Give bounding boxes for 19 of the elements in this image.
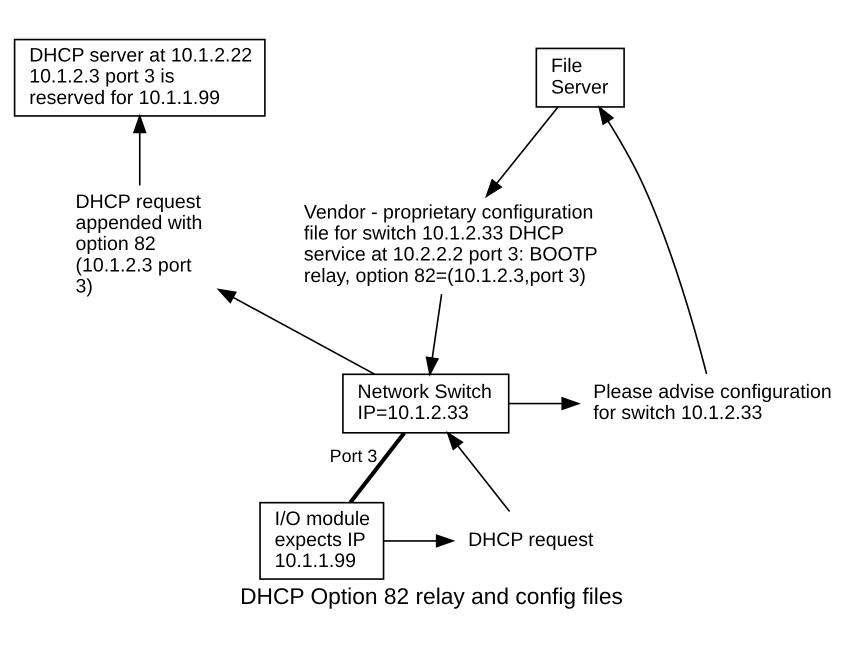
arrow — [426, 294, 442, 377]
arrow — [384, 534, 456, 548]
arrow — [598, 105, 708, 374]
node-text: DHCP request appended with option 82 (10.1.2.3 port 3) — [76, 190, 202, 298]
node-text: DHCP request — [468, 528, 594, 551]
caption: DHCP Option 82 relay and config files — [240, 582, 623, 609]
edge-label: Port 3 — [330, 446, 378, 466]
arrow — [132, 114, 147, 186]
arrow — [484, 106, 559, 198]
node-box: DHCP server at 10.1.2.22 10.1.2.3 port 3 is reserved for 10.1.1.99 — [14, 38, 266, 117]
node-box: I/O module expects IP 10.1.1.99 — [259, 502, 384, 580]
arrow — [508, 396, 581, 410]
node-text: Vendor - proprietary configuration file for switch 10.1.2.33 DHCP service at 10.2.2.2 port 3: BOOTP relay, option 82=(10.1.2.3,port 3) — [304, 201, 598, 287]
connector — [348, 432, 406, 504]
arrow — [216, 288, 376, 375]
node-box: Network Switch IP=10.1.2.33 — [342, 374, 510, 434]
node-box: File Server — [536, 48, 625, 108]
arrow — [446, 431, 510, 512]
node-text: Please advise configuration for switch 10.1.2.33 — [593, 381, 832, 424]
